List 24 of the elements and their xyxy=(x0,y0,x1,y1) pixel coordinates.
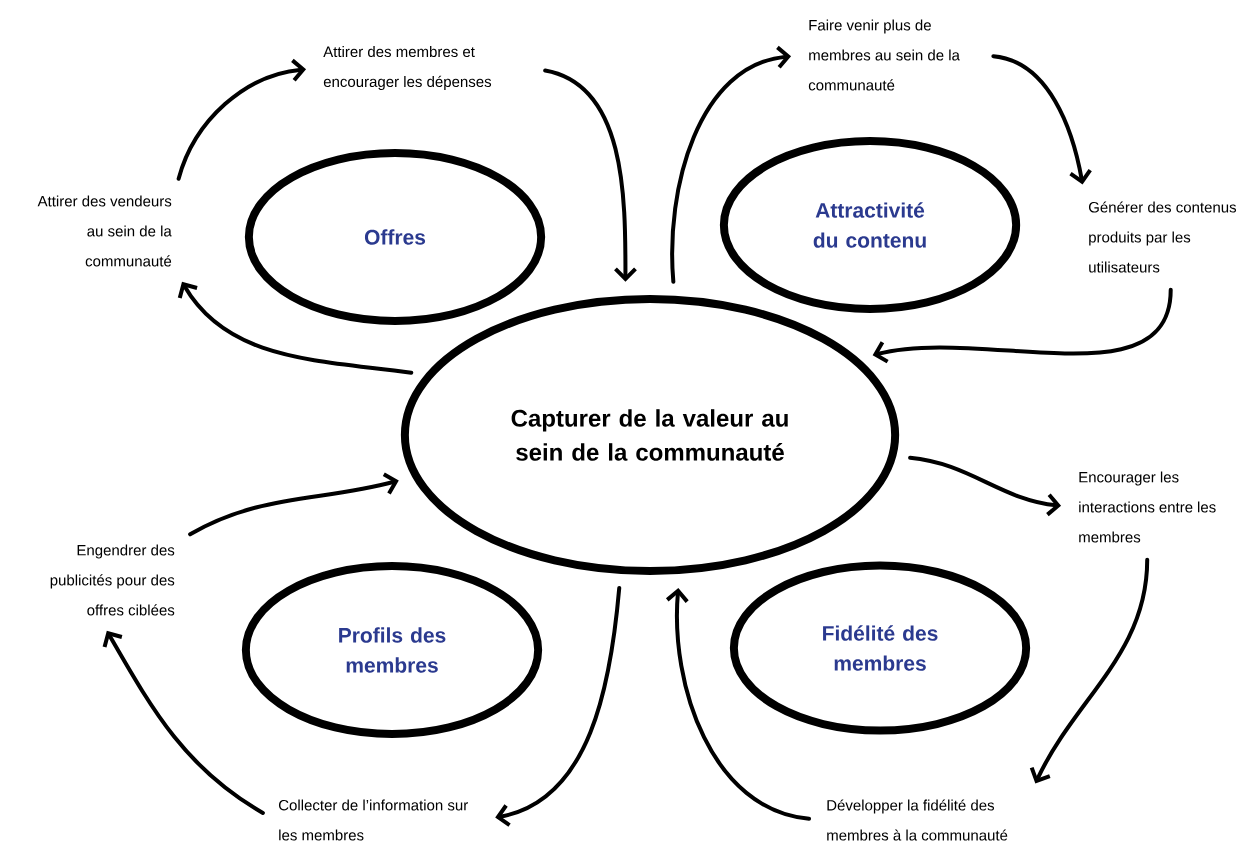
arrow xyxy=(991,54,1092,185)
arrow xyxy=(872,287,1173,364)
arrow xyxy=(543,68,637,282)
arrow xyxy=(665,587,812,821)
step-text: Attirer des membres et encourager les dépenses xyxy=(323,46,492,90)
arrow xyxy=(177,281,414,375)
arrow xyxy=(1029,557,1150,784)
ellipse-node: Offres xyxy=(244,149,546,325)
arrow xyxy=(102,630,265,815)
step-text: Faire venir plus de membres au sein de la communauté xyxy=(808,19,960,91)
step-text: Engendrer des publicités pour des offres ciblées xyxy=(50,544,175,616)
step-text: Attirer des vendeurs au sein de la communauté xyxy=(37,195,172,267)
arrow xyxy=(670,45,792,284)
arrow xyxy=(908,455,1062,517)
ellipse-node: Attractivité du contenu xyxy=(719,137,1021,313)
ellipse-node: Fidélité des membres xyxy=(729,561,1031,735)
step-text: Encourager les interactions entre les membres xyxy=(1079,471,1216,543)
arrow xyxy=(495,585,622,827)
step-text: Générer des contenus produits par les utilisateurs xyxy=(1088,201,1237,273)
arrow xyxy=(176,58,307,181)
ellipse-node: Profils des membres xyxy=(241,562,543,738)
step-text: Collecter de l’information sur les membres xyxy=(278,799,468,841)
arrow xyxy=(188,472,399,537)
step-text: Développer la fidélité des membres à la communauté xyxy=(827,799,1008,841)
